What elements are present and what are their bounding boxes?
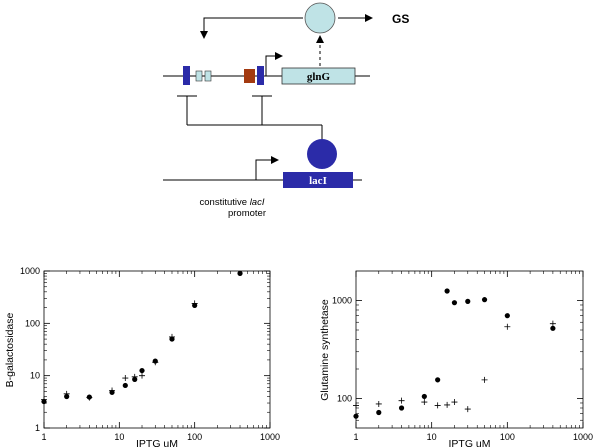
data-point-plus xyxy=(41,396,47,403)
data-point-dot xyxy=(139,367,145,374)
data-point-dot xyxy=(122,382,128,389)
x-axis-label: IPTG uM xyxy=(448,438,490,448)
y-axis-label: Glutamine synthetase xyxy=(319,299,331,401)
y-axis-label: B-galactosidase xyxy=(4,312,16,387)
promoter-caption: constitutive lacI xyxy=(200,197,265,208)
data-point-plus xyxy=(451,399,458,406)
data-point-plus xyxy=(139,372,146,379)
laci-gene-label: lacI xyxy=(309,175,327,187)
laci-gene-box xyxy=(283,172,353,188)
data-point-plus xyxy=(398,397,405,404)
repression-connector xyxy=(177,95,323,140)
x-tick-label: 1000 xyxy=(573,432,593,442)
data-point-plus xyxy=(434,402,441,409)
data-point-dot xyxy=(398,405,405,411)
plot-frame xyxy=(43,270,271,429)
x-tick-label: 10 xyxy=(427,432,437,442)
data-point-dot xyxy=(376,409,382,416)
small-site-1 xyxy=(195,70,203,82)
operator-site-right xyxy=(257,66,264,85)
y-tick-label: 1000 xyxy=(332,296,352,306)
glng-gene-box xyxy=(281,67,356,85)
data-point-plus xyxy=(109,387,116,394)
data-point-plus xyxy=(168,333,175,340)
x-tick-label: 1 xyxy=(41,432,46,442)
data-point-dot xyxy=(421,393,427,400)
data-point-dot xyxy=(504,313,510,319)
glng-gene-label: glnG xyxy=(307,71,331,83)
x-tick-label: 10 xyxy=(114,432,124,442)
data-point-dot xyxy=(465,298,471,304)
x-tick-label: 100 xyxy=(187,432,202,442)
data-point-plus xyxy=(131,373,138,380)
operator-site-left xyxy=(183,66,190,85)
x-tick-label: 1000 xyxy=(260,432,280,442)
small-site-2 xyxy=(204,70,212,82)
y-tick-label: 1000 xyxy=(20,266,40,276)
data-point-dot xyxy=(237,270,243,276)
data-point-plus xyxy=(481,376,488,383)
data-point-plus xyxy=(444,401,451,408)
data-point-plus xyxy=(63,390,70,397)
data-point-dot xyxy=(444,288,450,294)
data-point-plus xyxy=(86,394,93,401)
promoter-caption-line2: promoter xyxy=(228,208,266,219)
data-point-plus xyxy=(375,400,382,407)
data-point-plus xyxy=(191,300,198,307)
data-point-dot xyxy=(435,377,441,383)
y-tick-label: 1 xyxy=(35,423,40,433)
glng-promoter-arrow xyxy=(265,52,283,76)
data-point-plus xyxy=(549,320,556,327)
y-tick-label: 100 xyxy=(25,318,40,328)
x-tick-label: 100 xyxy=(500,432,515,442)
red-site xyxy=(244,69,255,83)
data-point-plus xyxy=(152,359,159,366)
data-point-dot xyxy=(481,297,488,303)
x-tick-label: 1 xyxy=(353,432,358,442)
laci-promoter-arrow xyxy=(255,156,279,180)
ntrc-protein-circle xyxy=(304,2,336,34)
y-tick-label: 10 xyxy=(30,371,40,381)
data-point-plus xyxy=(421,399,428,406)
feedback-arrow xyxy=(200,17,303,39)
x-axis-label: IPTG uM xyxy=(136,438,178,448)
data-point-dot xyxy=(451,300,458,306)
plot-frame xyxy=(355,270,584,429)
gs-label: GS xyxy=(392,12,409,26)
data-point-plus xyxy=(353,402,359,409)
data-point-plus xyxy=(504,323,511,330)
laci-repressor-circle xyxy=(307,139,337,169)
data-point-dot xyxy=(353,413,359,419)
data-point-plus xyxy=(122,375,129,382)
regulatory-diagram: GS glnG xyxy=(163,2,409,219)
data-point-plus xyxy=(464,406,471,413)
data-point-dot xyxy=(550,325,556,331)
y-tick-label: 100 xyxy=(337,393,352,403)
